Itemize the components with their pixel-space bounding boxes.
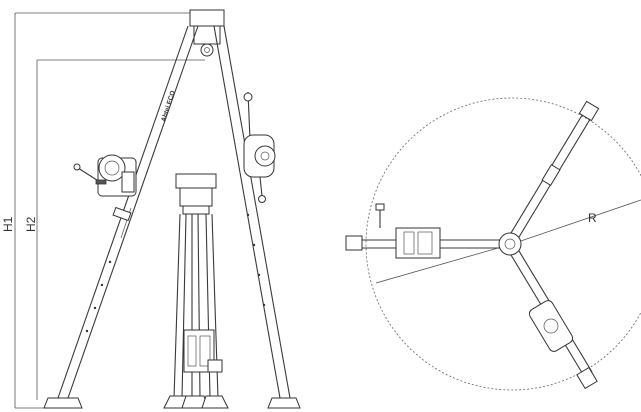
tripod-head	[189, 9, 225, 27]
hook-eye	[200, 43, 214, 57]
h2-label: H2	[24, 216, 38, 232]
folded-head	[175, 173, 217, 189]
top-leg-upper-right	[507, 100, 600, 243]
winch	[73, 154, 137, 197]
fall-arrester	[243, 91, 276, 203]
h1-label: H1	[1, 216, 15, 232]
dimension-h2	[36, 59, 205, 400]
top-leg-lower-right	[507, 245, 598, 390]
left-foot	[43, 397, 83, 409]
working-radius-circle	[365, 97, 641, 391]
right-leg	[213, 25, 301, 409]
folded-winch	[183, 329, 215, 373]
tripod-front-view: Abtei ECO	[43, 9, 301, 409]
top-leg-left	[345, 203, 500, 259]
tripod-folded-view	[163, 173, 229, 409]
leg-brand-text: Abtei ECO	[160, 90, 177, 123]
r-label: R	[588, 211, 597, 225]
left-leg	[43, 25, 199, 409]
top-head-hub	[498, 232, 522, 256]
radius-line	[511, 199, 641, 245]
right-foot	[267, 397, 301, 409]
tripod-top-view: R	[345, 97, 641, 391]
